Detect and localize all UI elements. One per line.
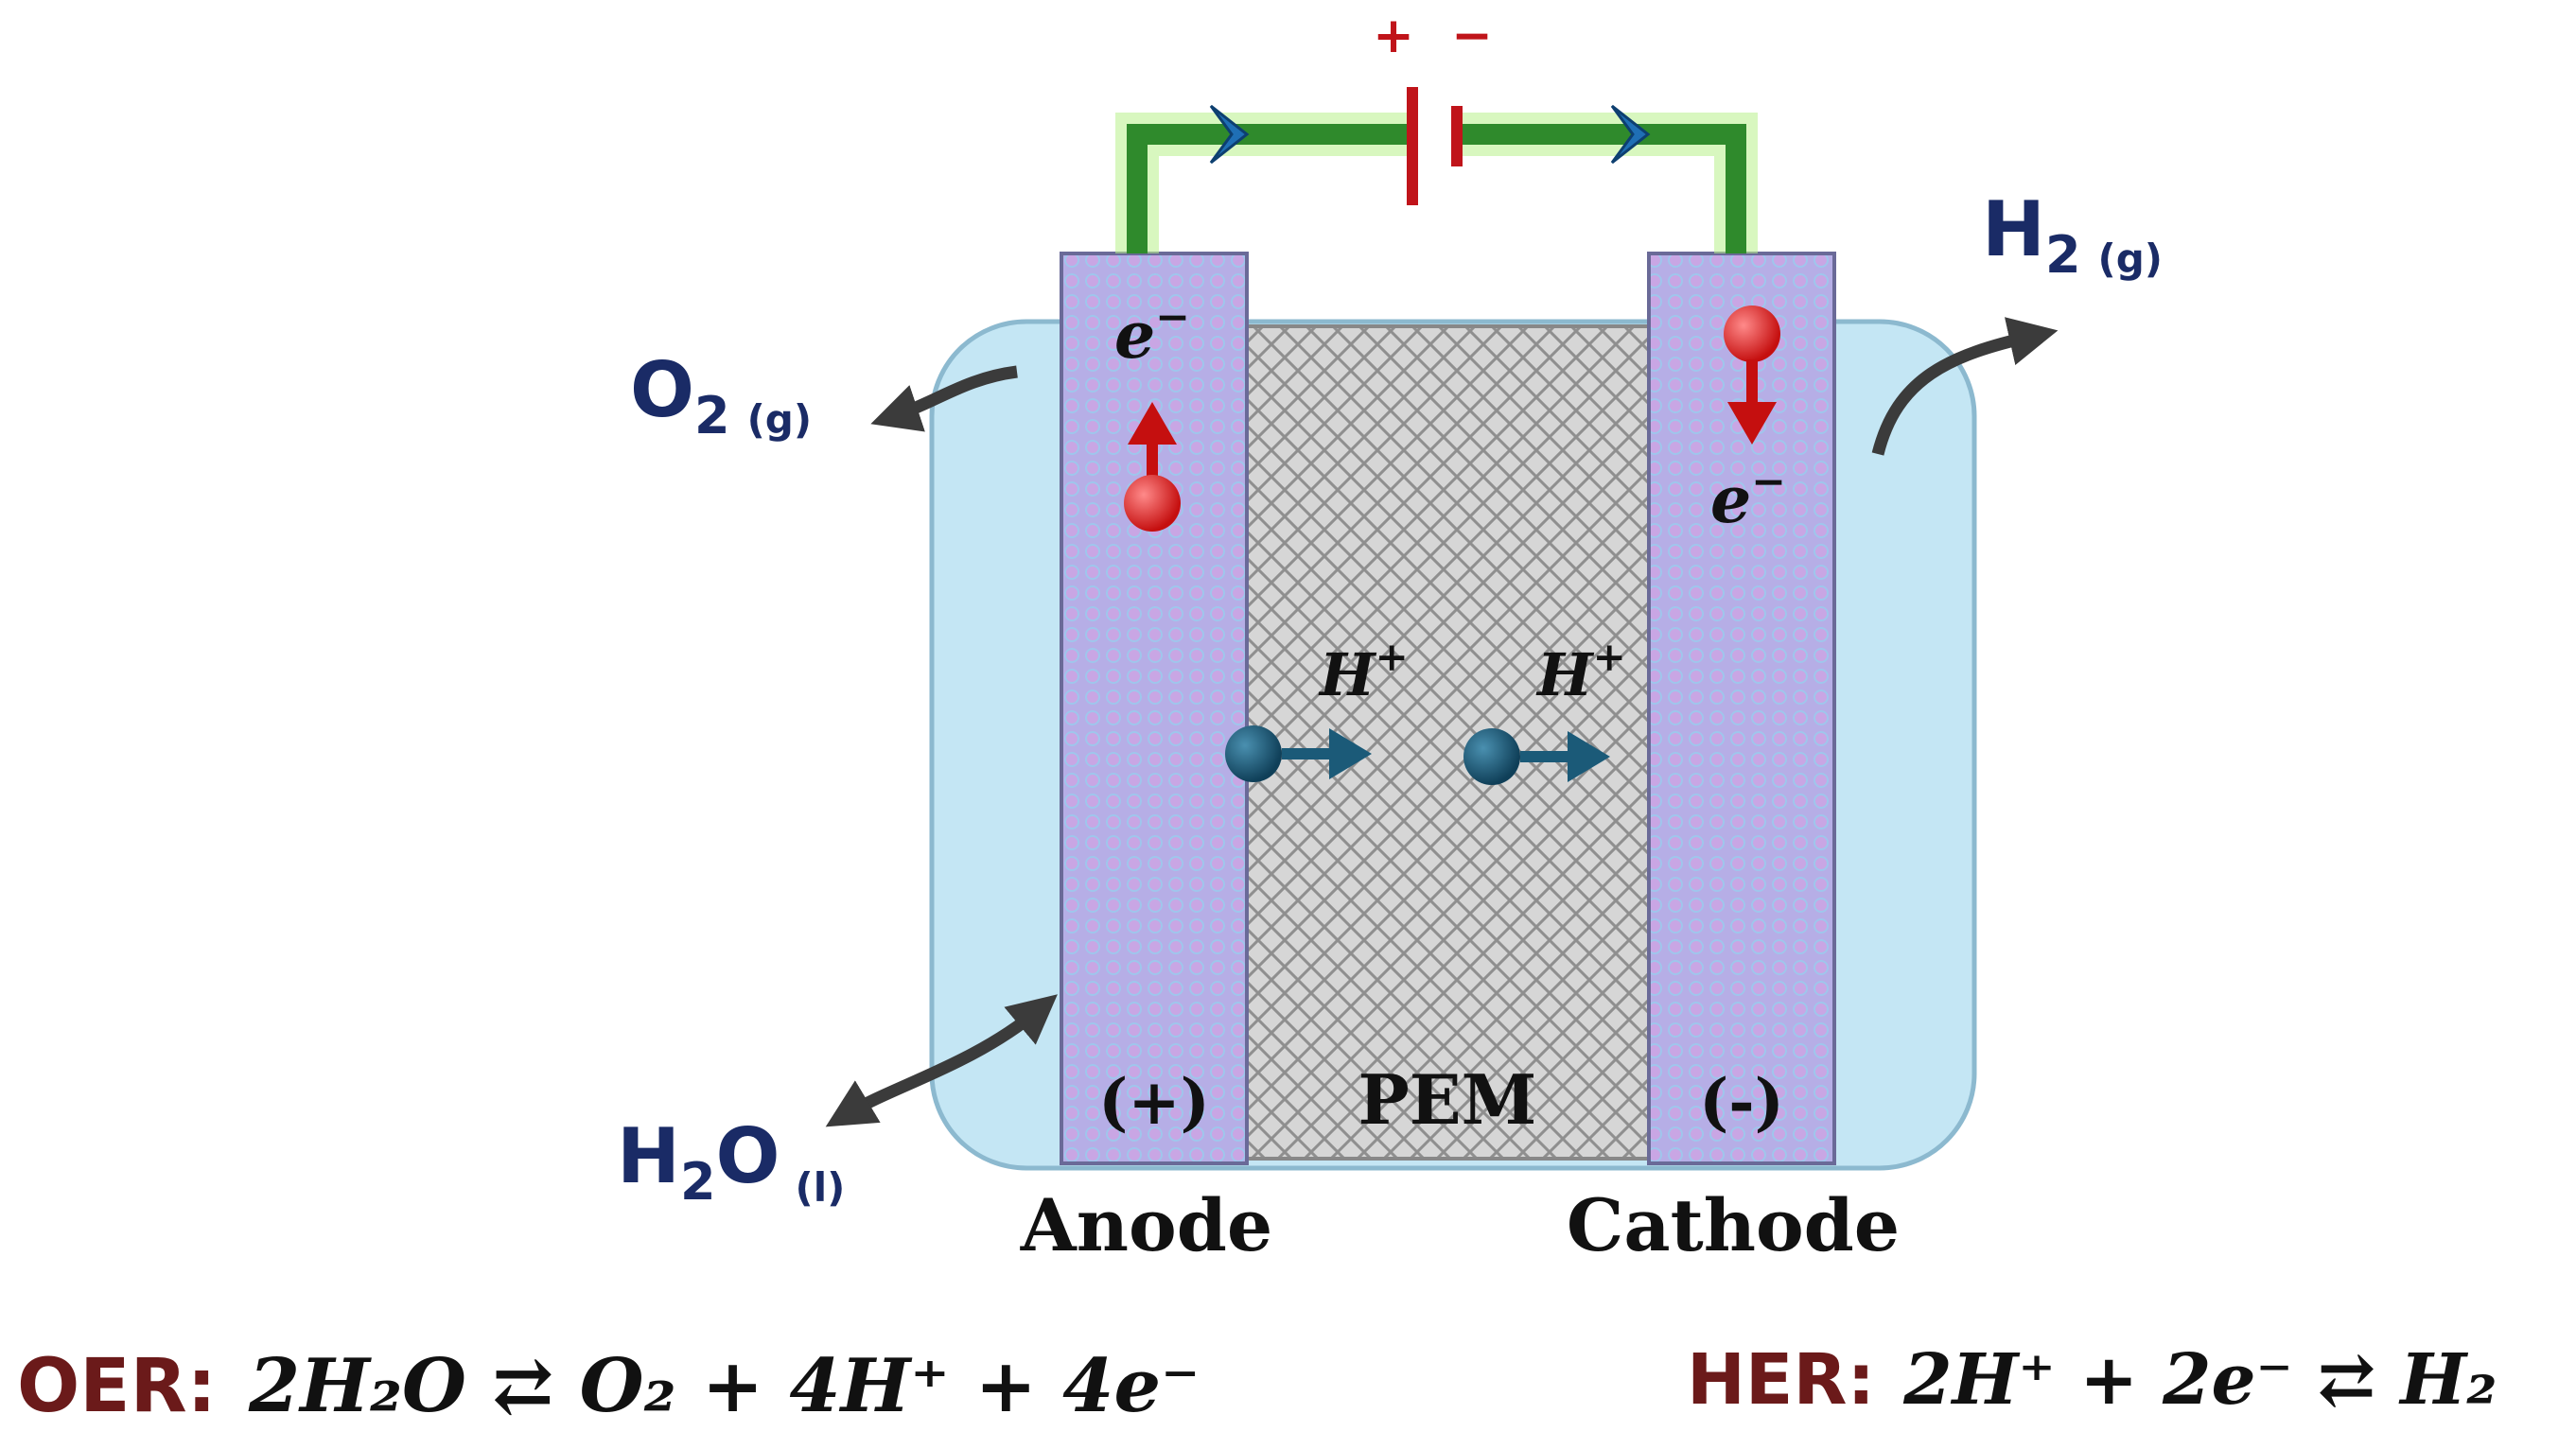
battery-minus-sign: −: [1451, 8, 1493, 64]
h2o-liquid-label: H2O(l): [617, 1112, 845, 1212]
o2-outflow-arrow: [870, 365, 1018, 432]
h2-gas-label: H2(g): [1982, 185, 2163, 285]
circuit-wire: [1115, 113, 1758, 253]
battery-icon: [1407, 87, 1463, 205]
cathode-name-label: Cathode: [1567, 1183, 1900, 1267]
her-equation: HER:2H⁺ + 2e⁻ ⇄ H₂: [1687, 1339, 2497, 1421]
current-chevron-left: [1209, 104, 1250, 165]
pem-membrane: [1245, 324, 1651, 1161]
anode-sign-label: (+): [1098, 1065, 1210, 1139]
oer-equation: OER:2H₂O ⇄ O₂ + 4H⁺ + 4e⁻: [17, 1343, 1200, 1429]
membrane-label: PEM: [1358, 1059, 1537, 1140]
proton-1-label: H+: [1318, 634, 1409, 709]
anode-electron-label: e−: [1114, 293, 1190, 374]
anode-electron: [1124, 402, 1181, 532]
h2-outflow-arrow: [1871, 317, 2059, 456]
cathode-electrode: [1647, 252, 1836, 1165]
proton-2: [1463, 728, 1610, 785]
cathode-sign-label: (-): [1699, 1065, 1784, 1139]
proton-1: [1225, 725, 1372, 782]
anode-electrode: [1060, 252, 1249, 1165]
h2o-exchange-arrow: [825, 994, 1058, 1127]
anode-name-label: Anode: [1020, 1183, 1272, 1267]
cathode-electron-label: e−: [1710, 458, 1786, 538]
battery-plus-sign: +: [1373, 8, 1414, 64]
cathode-electron: [1724, 306, 1780, 445]
current-chevron-right: [1610, 104, 1651, 165]
proton-2-label: H+: [1535, 634, 1626, 709]
o2-gas-label: O2(g): [630, 346, 812, 445]
